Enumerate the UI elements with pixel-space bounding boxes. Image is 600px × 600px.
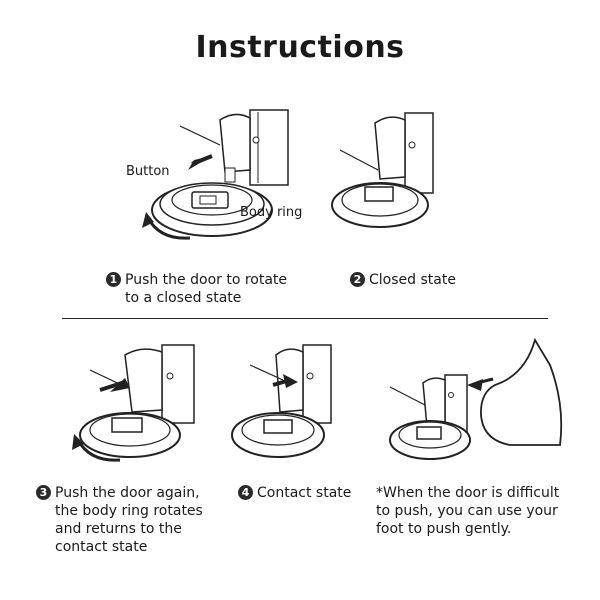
foot-note-text: *When the door is difficult to push, you… [376,485,560,537]
foot-note: *When the door is difficult to push, you… [376,484,559,538]
step-3: 3 Push the door again, the body ring rot… [36,484,203,556]
step-4: 4 Contact state [238,484,351,502]
step-1-text: Push the door to rotate to a closed stat… [125,272,288,306]
step-4-number: 4 [238,485,253,500]
step-1-number: 1 [106,272,121,287]
section-divider [62,318,548,319]
page-title: Instructions [195,30,405,65]
step-2: 2 Closed state [350,271,456,289]
label-body-ring: Body ring [240,205,303,220]
illustration-step-4 [231,344,332,458]
illustration-step-3 [72,344,195,462]
illustration-step-2 [331,112,434,228]
step-2-text: Closed state [369,272,456,288]
label-button: Button [126,164,170,179]
step-3-text: Push the door again, the body ring rotat… [55,485,203,555]
step-1: 1 Push the door to rotate to a closed st… [106,271,287,307]
illustration-foot-push [389,337,563,460]
step-3-number: 3 [36,485,51,500]
illustration-step-1 [142,109,289,240]
step-4-text: Contact state [257,485,352,501]
step-2-number: 2 [350,272,365,287]
